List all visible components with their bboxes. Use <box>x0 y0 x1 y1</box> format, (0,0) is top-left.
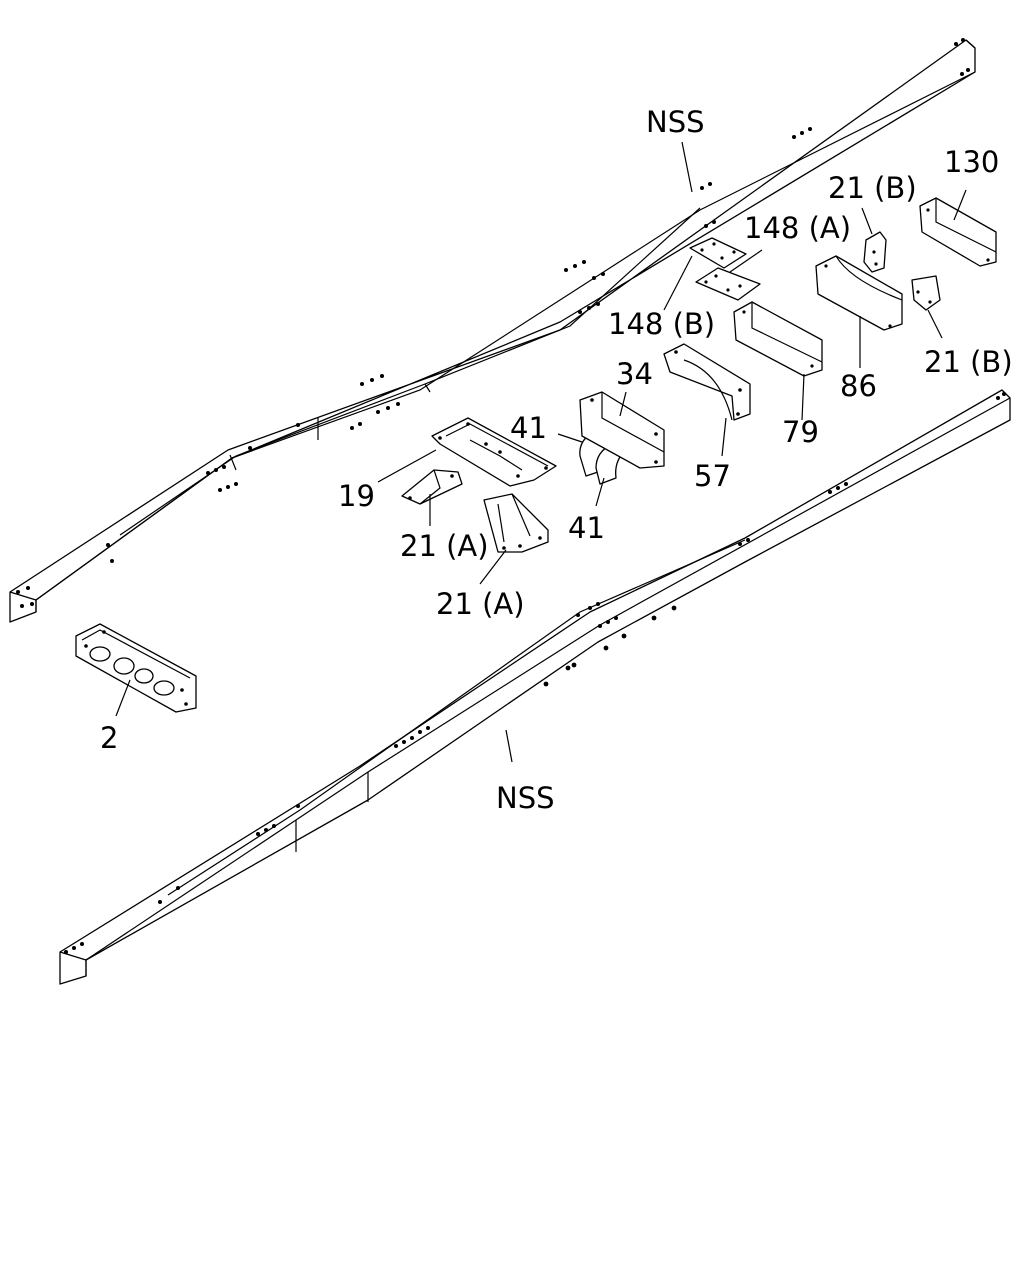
part-79-channel <box>733 301 823 377</box>
part-148a-plate <box>695 267 761 301</box>
part-2-crossmember <box>75 623 197 713</box>
part-21a-bracket-small <box>401 469 463 505</box>
label-79: 79 <box>782 415 819 449</box>
part-34-crossmember <box>579 391 665 469</box>
label-41-top: 41 <box>510 411 547 445</box>
part-57-bracket <box>663 343 751 421</box>
rail-bottom-holes <box>64 392 1006 954</box>
label-21b-right: 21 (B) <box>924 345 1013 379</box>
label-21a-bottom: 21 (A) <box>436 587 525 621</box>
part-19-crossmember <box>431 417 557 487</box>
label-86: 86 <box>840 369 877 403</box>
part-21b-bracket-right <box>911 275 941 311</box>
part-86-bracket <box>815 255 903 331</box>
label-148a: 148 (A) <box>744 211 851 245</box>
label-2: 2 <box>100 721 118 755</box>
label-57: 57 <box>694 459 731 493</box>
part-21a-bracket-large <box>483 493 549 553</box>
label-148b: 148 (B) <box>608 307 715 341</box>
label-nss-top: NSS <box>646 105 705 139</box>
part-148b-plate <box>689 237 747 269</box>
label-34: 34 <box>616 357 653 391</box>
part-21b-bracket-upper <box>863 231 887 273</box>
side-rail-bottom <box>59 389 1011 985</box>
leader-lines <box>115 141 967 763</box>
part-130-channel <box>919 197 997 267</box>
side-rail-top <box>9 38 976 623</box>
label-21a-top: 21 (A) <box>400 529 489 563</box>
label-21b-top: 21 (B) <box>828 171 917 205</box>
label-41-bottom: 41 <box>568 511 605 545</box>
rail-top-holes <box>16 38 970 608</box>
label-130: 130 <box>944 145 999 179</box>
label-nss-bottom: NSS <box>496 781 555 815</box>
label-19: 19 <box>338 479 375 513</box>
